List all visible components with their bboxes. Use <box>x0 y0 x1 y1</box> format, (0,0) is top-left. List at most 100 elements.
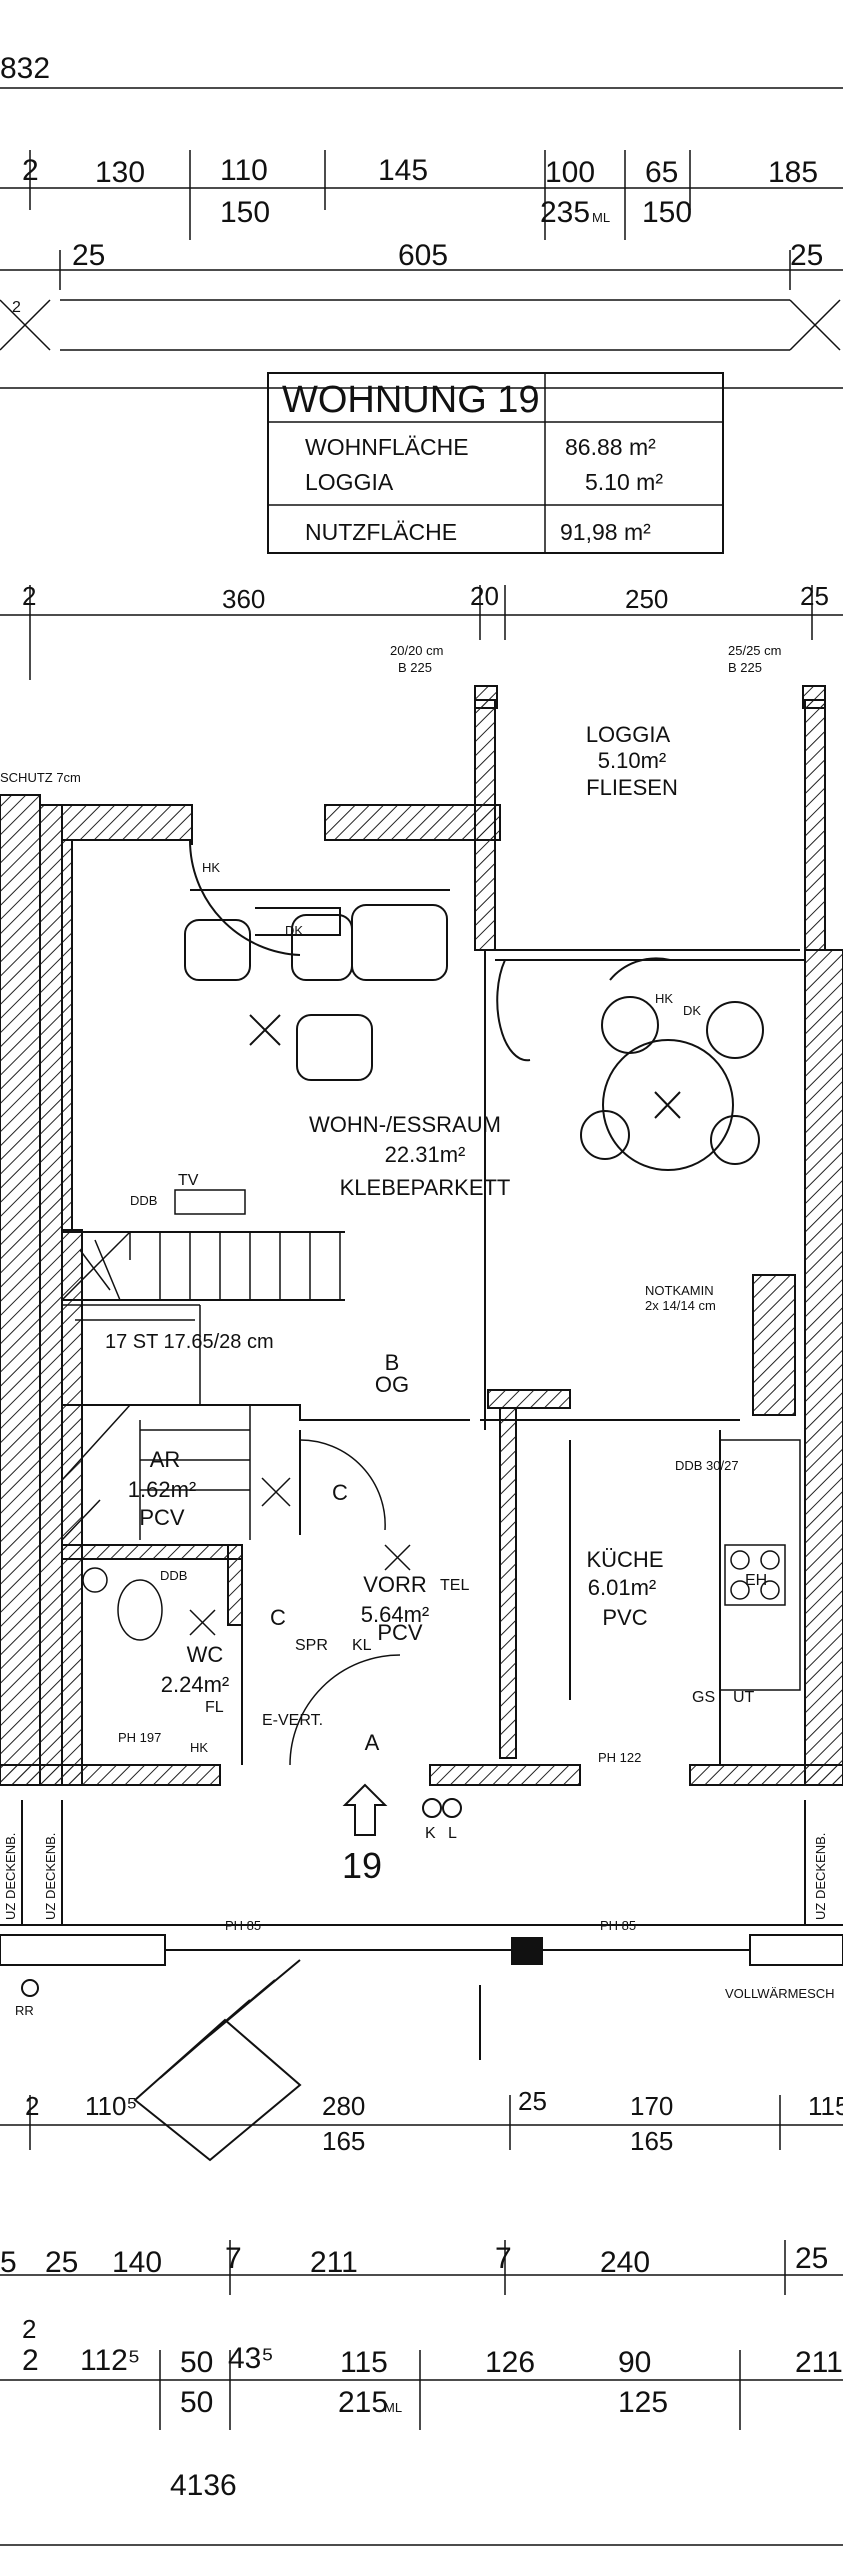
top-dim-3: 110 <box>220 154 268 187</box>
eh-label: EH <box>745 1572 767 1589</box>
mid-dimensions: 2 360 20 250 25 <box>0 581 843 680</box>
wc-name: WC <box>187 1642 224 1667</box>
info-wohnflaeche-value: 86.88 m² <box>565 434 656 460</box>
fl-label: FL <box>205 1699 224 1716</box>
info-box: WOHNUNG 19 WOHNFLÄCHE 86.88 m² LOGGIA 5.… <box>267 372 724 554</box>
low-dim-2: 110⁵ <box>85 2091 137 2121</box>
vorr-ceiling-light <box>384 1544 411 1571</box>
row2-dim-6: 7 <box>495 2242 512 2275</box>
ddb-label-1: DDB <box>130 1193 157 1208</box>
low-dim-1: 2 <box>25 2091 39 2121</box>
row2-dim-4: 7 <box>225 2242 242 2275</box>
rr-label: RR <box>15 2003 34 2018</box>
row3b-dim-2: 215 <box>338 2386 388 2419</box>
kl-label: KL <box>352 1637 372 1654</box>
row3-dim-4: 43⁵ <box>228 2342 274 2375</box>
row3-dim-6: 126 <box>485 2346 535 2379</box>
thin-walls <box>62 840 805 1765</box>
info-wohnflaeche-label: WOHNFLÄCHE <box>305 434 469 460</box>
ph85-label-1: PH 85 <box>225 1918 261 1933</box>
top-dim-4: 145 <box>378 154 428 187</box>
light-icon <box>442 1798 462 1818</box>
row2-dim-3: 140 <box>112 2246 162 2279</box>
mid-dim-1: 2 <box>22 581 36 611</box>
dk-label-1: DK <box>285 923 303 938</box>
hk-label-2: HK <box>655 991 673 1006</box>
stair-label: 17 ST 17.65/28 cm <box>105 1331 274 1353</box>
row3-dim-7: 90 <box>618 2346 651 2379</box>
door-swing-c <box>299 1439 386 1531</box>
row3-dim-8: 211 <box>795 2346 843 2379</box>
row3-dim-5: 115 <box>340 2346 388 2379</box>
wohn-area: 22.31m² <box>385 1142 466 1167</box>
top-dim-6: 65 <box>645 156 678 189</box>
tv-cabinet <box>174 1189 246 1215</box>
ut-label: UT <box>733 1689 755 1706</box>
og-label: OG <box>375 1372 409 1397</box>
row2-dim-8: 25 <box>795 2242 828 2275</box>
column-right-size: 25/25 cm <box>728 643 781 658</box>
top-dimensions: 2 130 110 145 100 65 185 150 235 ML 150 … <box>0 150 843 389</box>
wohn-name: WOHN-/ESSRAUM <box>309 1112 501 1137</box>
top-dim-10: 150 <box>642 196 692 229</box>
vorr-floor: PCV <box>377 1620 423 1645</box>
tv-label: TV <box>178 1172 199 1189</box>
e-vert-label: E-VERT. <box>262 1712 323 1729</box>
kitchen-counter <box>719 1439 801 1691</box>
ar-name: AR <box>150 1447 181 1472</box>
info-loggia-value: 5.10 m² <box>585 469 663 495</box>
info-loggia-label: LOGGIA <box>305 469 394 495</box>
top-dim-1: 2 <box>22 154 39 187</box>
row2-dim-2: 25 <box>45 2246 78 2279</box>
l-label: L <box>448 1825 457 1842</box>
dk-label-2: DK <box>683 1003 701 1018</box>
schutz-label: SCHUTZ 7cm <box>0 770 81 785</box>
c-label-2: C <box>270 1605 286 1630</box>
row3-dim-3: 50 <box>180 2346 213 2379</box>
notkamin-label: NOTKAMIN <box>645 1283 714 1298</box>
row3b-dim-3: 125 <box>618 2386 668 2419</box>
top-dim-11: 25 <box>72 239 105 272</box>
loggia-name: LOGGIA <box>586 722 671 747</box>
low-dim-6: 115 <box>808 2091 843 2121</box>
uz-decken-2: UZ DECKENB. <box>43 1833 58 1920</box>
row3-dim-1: 2 <box>22 2344 39 2377</box>
low-dim-5: 170 <box>630 2091 673 2121</box>
wc-area: 2.24m² <box>161 1672 229 1697</box>
row3b-dim-ml: ML <box>384 2400 402 2415</box>
hk-label-3: HK <box>190 1740 208 1755</box>
column-left-height: B 225 <box>398 660 432 675</box>
mid-dim-5: 25 <box>800 581 829 611</box>
row3-dim-0: 2 <box>22 2314 36 2344</box>
low-dim-7: 165 <box>322 2126 365 2156</box>
staircase <box>61 1231 341 1541</box>
spr-label: SPR <box>295 1637 328 1654</box>
k-label: K <box>425 1825 436 1842</box>
ddb-label-2: DDB <box>160 1568 187 1583</box>
column-right-height: B 225 <box>728 660 762 675</box>
top-dim-ml: ML <box>592 210 610 225</box>
row2-dim-5: 211 <box>310 2246 358 2279</box>
info-nutzflaeche-value: 91,98 m² <box>560 519 651 545</box>
kueche-floor: PVC <box>602 1605 647 1630</box>
corner-ref: 832 <box>0 52 50 85</box>
uz-decken-1: UZ DECKENB. <box>3 1833 18 1920</box>
low-dim-3: 280 <box>322 2091 365 2121</box>
wohn-floor: KLEBEPARKETT <box>340 1175 511 1200</box>
column-left-size: 20/20 cm <box>390 643 443 658</box>
wc-fixtures <box>82 1567 216 1641</box>
ar-ceiling-light <box>261 1477 291 1507</box>
ar-area: 1.62m² <box>128 1477 196 1502</box>
entrance-arrow-icon <box>342 1783 388 1836</box>
info-title: WOHNUNG 19 <box>282 379 540 421</box>
svg-text:2: 2 <box>12 299 21 316</box>
notkamin-size: 2x 14/14 cm <box>645 1298 716 1313</box>
stove <box>724 1544 786 1606</box>
c-label-1: C <box>332 1480 348 1505</box>
top-dim-2: 130 <box>95 156 145 189</box>
mid-dim-3: 20 <box>470 581 499 611</box>
living-furniture <box>184 839 764 1171</box>
gs-label: GS <box>692 1689 715 1706</box>
loggia-area: 5.10m² <box>598 748 666 773</box>
